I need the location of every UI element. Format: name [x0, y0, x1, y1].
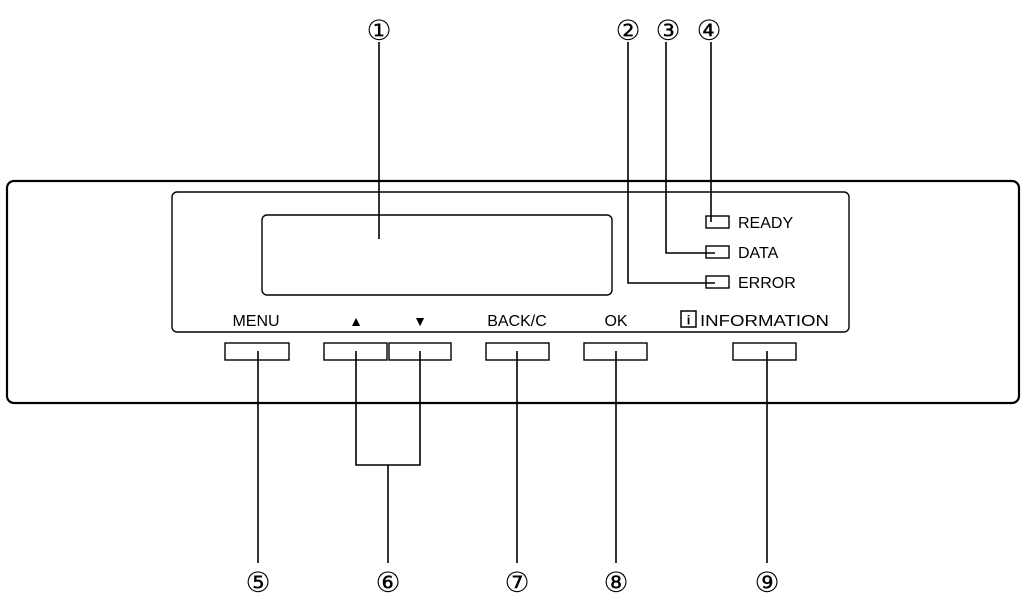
information-icon-glyph: i	[687, 313, 691, 328]
callout-1: ①	[366, 14, 391, 47]
leader-line-3	[665, 42, 715, 254]
callout-7: ⑦	[504, 566, 529, 599]
back-clear-label: BACK/C	[487, 313, 547, 330]
data-lamp	[705, 245, 730, 259]
callout-2: ②	[615, 14, 640, 47]
ready-lamp	[705, 215, 730, 229]
down-arrow-label: ▼	[413, 313, 427, 329]
information-icon: i	[680, 310, 697, 328]
data-label: DATA	[738, 245, 779, 262]
callout-6: ⑥	[375, 566, 400, 599]
leader-line-2	[627, 42, 715, 284]
information-label: INFORMATION	[700, 313, 829, 330]
callout-3: ③	[655, 14, 680, 47]
callout-5: ⑤	[245, 566, 270, 599]
error-lamp	[705, 275, 730, 289]
menu-label: MENU	[232, 313, 279, 330]
callout-8: ⑧	[603, 566, 628, 599]
error-label: ERROR	[738, 275, 796, 292]
panel-housing	[5, 179, 1021, 405]
callout-4: ④	[696, 14, 721, 47]
ok-label: OK	[604, 313, 627, 330]
up-arrow-label: ▲	[349, 313, 363, 329]
callout-9: ⑨	[754, 566, 779, 599]
leader-line-6	[355, 351, 421, 466]
panel-bezel	[171, 191, 850, 333]
lcd-display	[261, 214, 613, 296]
leader-lines	[257, 42, 768, 563]
ready-label: READY	[738, 215, 793, 232]
information-button[interactable]	[732, 342, 797, 361]
menu-button[interactable]	[224, 342, 290, 361]
